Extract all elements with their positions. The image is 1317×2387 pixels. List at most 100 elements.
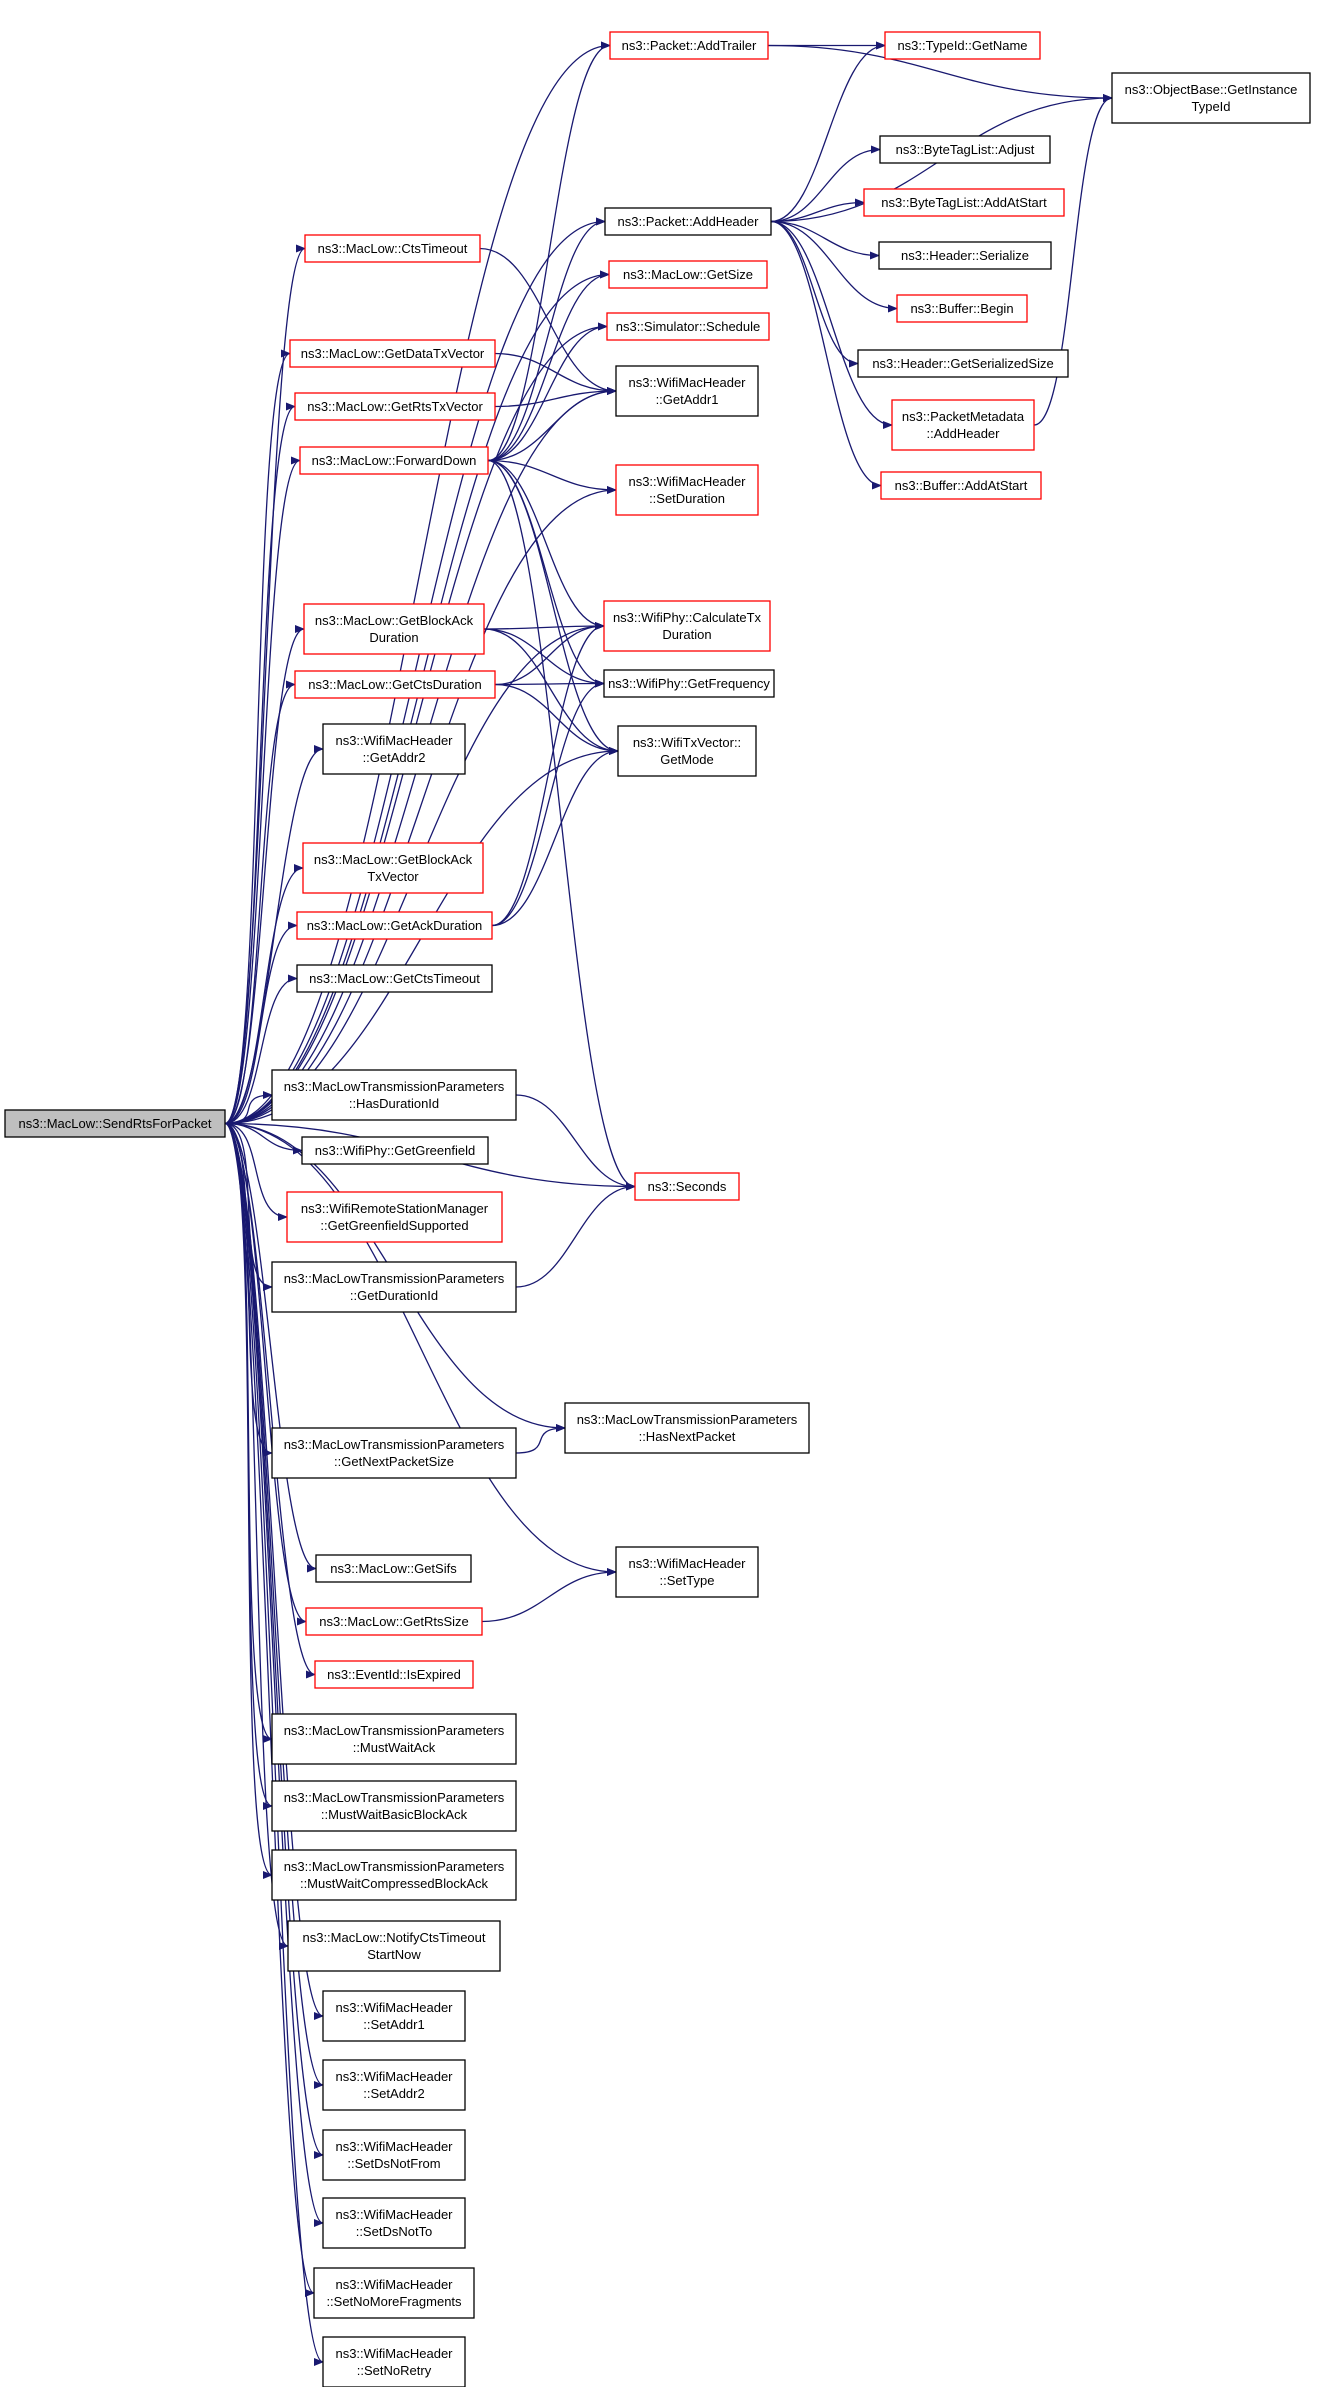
node-buffer-addatstart[interactable]: ns3::Buffer::AddAtStart <box>880 471 1042 500</box>
node-seconds[interactable]: ns3::Seconds <box>634 1172 740 1201</box>
node-label: ::AddHeader <box>927 426 1001 441</box>
edge-addheader-to-bytetaglist-adjust <box>770 145 881 223</box>
node-box <box>271 1427 517 1479</box>
node-box <box>863 188 1065 217</box>
node-forward-down[interactable]: ns3::MacLow::ForwardDown <box>299 446 489 475</box>
node-box <box>634 1172 740 1201</box>
node-maclow-getsize[interactable]: ns3::MacLow::GetSize <box>608 260 768 289</box>
node-box <box>617 725 757 777</box>
node-label: ::GetAddr2 <box>363 750 426 765</box>
node-header-serialize[interactable]: ns3::Header::Serialize <box>878 241 1052 270</box>
node-box <box>271 1713 517 1765</box>
node-label: ns3::MacLow::ForwardDown <box>312 453 477 468</box>
node-get-rts-tx-vector[interactable]: ns3::MacLow::GetRtsTxVector <box>294 392 496 421</box>
node-label: ns3::WifiMacHeader <box>628 1556 746 1571</box>
node-bytetaglist-adjust[interactable]: ns3::ByteTagList::Adjust <box>879 135 1051 164</box>
node-box <box>857 349 1069 378</box>
node-label: ns3::WifiMacHeader <box>335 2139 453 2154</box>
node-getaddr1[interactable]: ns3::WifiMacHeader::GetAddr1 <box>615 365 759 417</box>
node-label: ::GetAddr1 <box>656 392 719 407</box>
edge-root-to-setnomorefragments <box>224 1122 315 2297</box>
node-get-duration-id[interactable]: ns3::MacLowTransmissionParameters::GetDu… <box>271 1261 517 1313</box>
node-box <box>294 670 496 699</box>
node-get-next-packet-size[interactable]: ns3::MacLowTransmissionParameters::GetNe… <box>271 1427 517 1479</box>
node-label: ns3::TypeId::GetName <box>897 38 1027 53</box>
node-get-sifs[interactable]: ns3::MacLow::GetSifs <box>315 1554 472 1583</box>
node-addheader[interactable]: ns3::Packet::AddHeader <box>604 207 772 236</box>
node-simulator-schedule[interactable]: ns3::Simulator::Schedule <box>606 312 770 341</box>
edge-get-duration-id-to-seconds <box>515 1182 636 1288</box>
edge-packetmetadata-addheader-to-objectbase-getinstancetypeid <box>1033 94 1113 426</box>
node-typeid-getname[interactable]: ns3::TypeId::GetName <box>884 31 1041 60</box>
node-get-cts-timeout[interactable]: ns3::MacLow::GetCtsTimeout <box>296 964 493 993</box>
node-box <box>322 2129 466 2181</box>
node-setnoretry[interactable]: ns3::WifiMacHeader::SetNoRetry <box>322 2336 466 2387</box>
node-must-wait-compressed-block-ack[interactable]: ns3::MacLowTransmissionParameters::MustW… <box>271 1849 517 1901</box>
edge-forward-down-to-setduration <box>487 459 617 494</box>
node-settype[interactable]: ns3::WifiMacHeader::SetType <box>615 1546 759 1598</box>
edge-get-ack-duration-to-get-frequency <box>491 679 605 927</box>
node-root[interactable]: ns3::MacLow::SendRtsForPacket <box>4 1109 226 1138</box>
node-label: TxVector <box>367 869 419 884</box>
node-label: ns3::MacLow::GetDataTxVector <box>301 346 485 361</box>
node-get-data-tx-vector[interactable]: ns3::MacLow::GetDataTxVector <box>289 339 496 368</box>
node-label: ns3::Packet::AddHeader <box>618 214 760 229</box>
node-box <box>322 2059 466 2111</box>
node-get-rts-size[interactable]: ns3::MacLow::GetRtsSize <box>305 1607 483 1636</box>
node-label: ns3::WifiMacHeader <box>335 2207 453 2222</box>
node-box <box>315 1554 472 1583</box>
node-must-wait-basic-block-ack[interactable]: ns3::MacLowTransmissionParameters::MustW… <box>271 1780 517 1832</box>
node-get-greenfield-supported[interactable]: ns3::WifiRemoteStationManager::GetGreenf… <box>286 1191 503 1243</box>
node-setaddr2[interactable]: ns3::WifiMacHeader::SetAddr2 <box>322 2059 466 2111</box>
edge-forward-down-to-maclow-getsize <box>487 270 610 462</box>
node-label: ::GetDurationId <box>350 1288 438 1303</box>
node-packetmetadata-addheader[interactable]: ns3::PacketMetadata::AddHeader <box>891 399 1035 451</box>
edge-has-duration-id-to-seconds <box>515 1094 636 1191</box>
node-has-duration-id[interactable]: ns3::MacLowTransmissionParameters::HasDu… <box>271 1069 517 1121</box>
node-get-cts-duration[interactable]: ns3::MacLow::GetCtsDuration <box>294 670 496 699</box>
node-box <box>879 135 1051 164</box>
edge-addheader-to-bytetaglist-addatstart <box>770 198 865 223</box>
node-box <box>296 964 493 993</box>
node-setdsnotto[interactable]: ns3::WifiMacHeader::SetDsNotTo <box>322 2197 466 2249</box>
node-box <box>313 2267 475 2319</box>
node-buffer-begin[interactable]: ns3::Buffer::Begin <box>896 294 1028 323</box>
node-label: ns3::MacLow::GetSize <box>623 267 753 282</box>
edge-root-to-forward-down <box>224 456 301 1125</box>
node-header-getserializedsize[interactable]: ns3::Header::GetSerializedSize <box>857 349 1069 378</box>
node-label: ns3::WifiMacHeader <box>335 2000 453 2015</box>
edge-root-to-get-rts-tx-vector <box>224 402 296 1125</box>
node-get-frequency[interactable]: ns3::WifiPhy::GetFrequency <box>603 669 775 698</box>
node-setdsnotfrom[interactable]: ns3::WifiMacHeader::SetDsNotFrom <box>322 2129 466 2181</box>
node-label: ns3::MacLowTransmissionParameters <box>284 1437 505 1452</box>
node-has-next-packet[interactable]: ns3::MacLowTransmissionParameters::HasNe… <box>564 1402 810 1454</box>
node-setduration[interactable]: ns3::WifiMacHeader::SetDuration <box>615 464 759 516</box>
node-box <box>294 392 496 421</box>
node-bytetaglist-addatstart[interactable]: ns3::ByteTagList::AddAtStart <box>863 188 1065 217</box>
node-must-wait-ack[interactable]: ns3::MacLowTransmissionParameters::MustW… <box>271 1713 517 1765</box>
edge-addtrailer-to-objectbase-getinstancetypeid <box>767 44 1113 102</box>
node-label: ::HasNextPacket <box>639 1429 736 1444</box>
edge-get-block-ack-duration-to-get-frequency <box>483 628 605 688</box>
edge-forward-down-to-addtrailer <box>487 41 611 462</box>
node-getaddr2[interactable]: ns3::WifiMacHeader::GetAddr2 <box>322 723 466 775</box>
node-label: ns3::WifiMacHeader <box>335 2069 453 2084</box>
node-setaddr1[interactable]: ns3::WifiMacHeader::SetAddr1 <box>322 1990 466 2042</box>
node-get-ack-duration[interactable]: ns3::MacLow::GetAckDuration <box>296 911 493 940</box>
node-box <box>615 464 759 516</box>
node-eventid-isexpired[interactable]: ns3::EventId::IsExpired <box>314 1660 474 1689</box>
node-setnomorefragments[interactable]: ns3::WifiMacHeader::SetNoMoreFragments <box>313 2267 475 2319</box>
node-get-greenfield[interactable]: ns3::WifiPhy::GetGreenfield <box>301 1136 489 1165</box>
node-box <box>303 603 485 655</box>
node-box <box>609 31 769 60</box>
node-label: ns3::MacLow::GetBlockAck <box>315 613 474 628</box>
node-getmode[interactable]: ns3::WifiTxVector::GetMode <box>617 725 757 777</box>
node-addtrailer[interactable]: ns3::Packet::AddTrailer <box>609 31 769 60</box>
node-cts-timeout[interactable]: ns3::MacLow::CtsTimeout <box>304 234 481 263</box>
node-box <box>884 31 1041 60</box>
